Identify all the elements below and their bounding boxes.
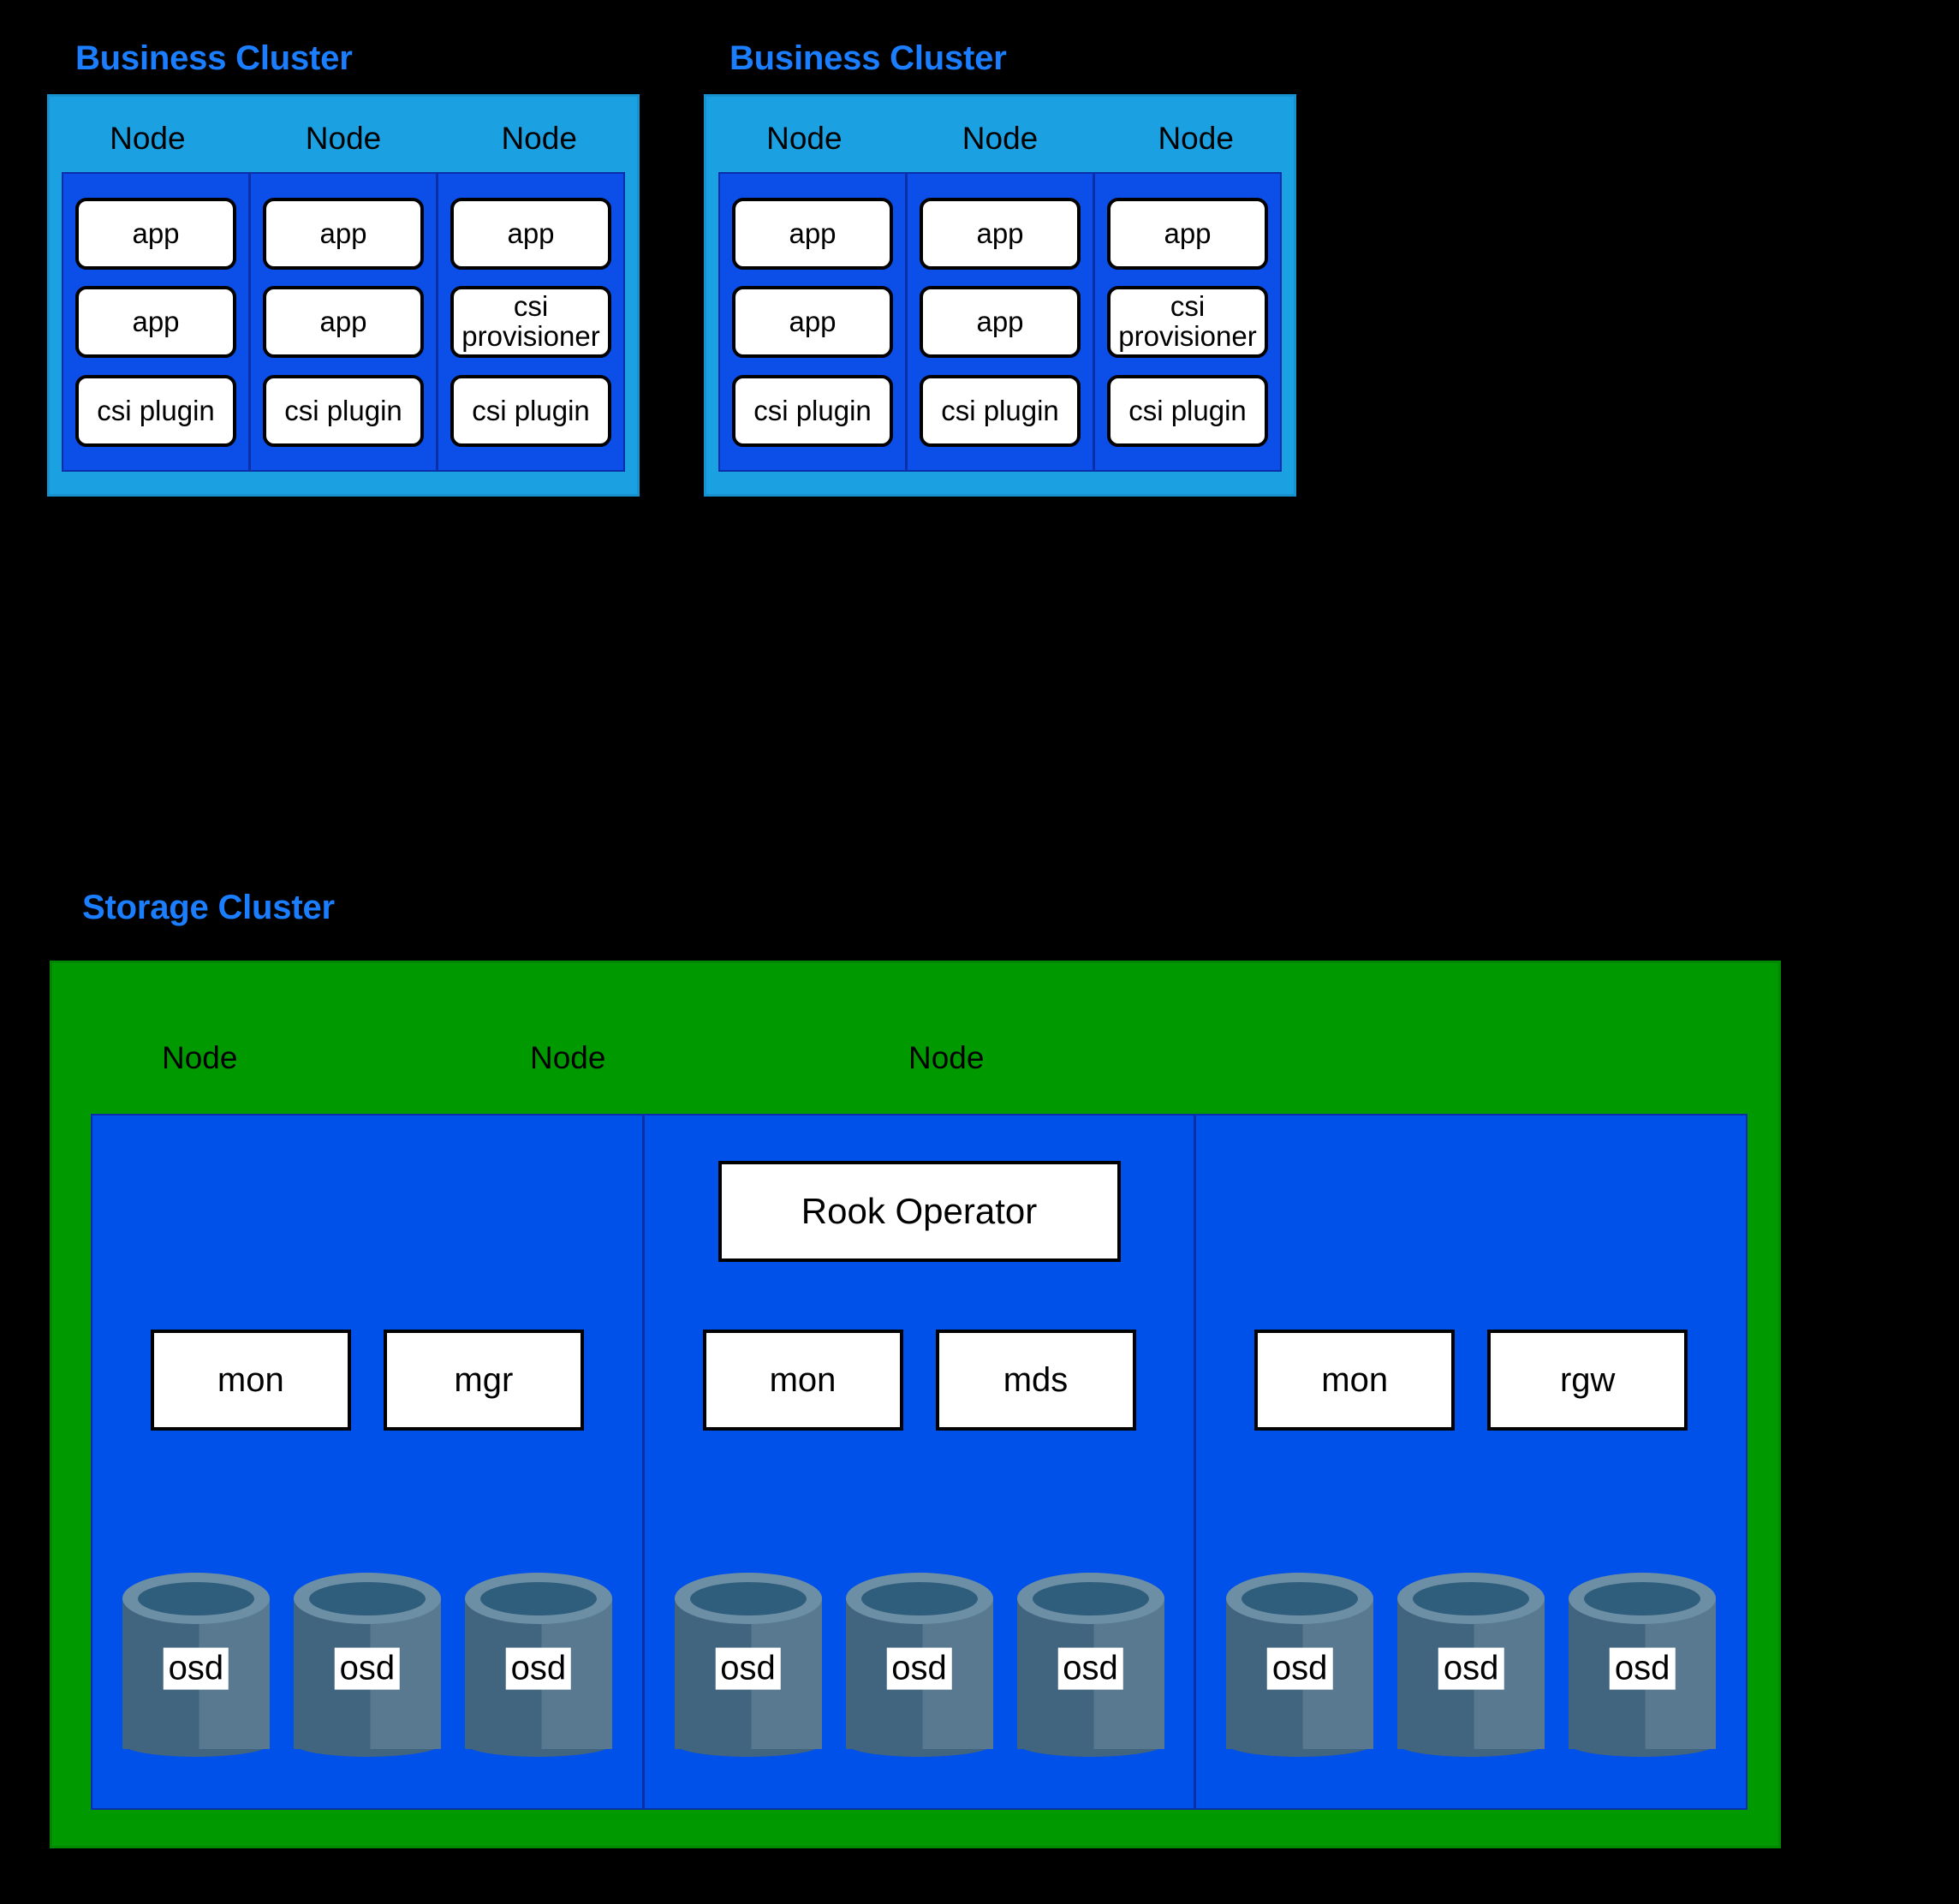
daemon-row: mon mds bbox=[645, 1330, 1194, 1431]
osd-label: osd bbox=[334, 1647, 401, 1690]
storage-node-label-row: Node Node Node bbox=[52, 1040, 1778, 1092]
pod-csi-plugin[interactable]: csi plugin bbox=[1107, 374, 1268, 447]
node-label-row: Node Node Node bbox=[50, 109, 637, 169]
storage-cluster-title: Storage Cluster bbox=[82, 889, 335, 926]
daemon-row: mon rgw bbox=[1196, 1330, 1746, 1431]
pod-app[interactable]: app bbox=[75, 286, 236, 358]
pod-csi-plugin[interactable]: csi plugin bbox=[450, 374, 611, 447]
osd-label: osd bbox=[715, 1647, 781, 1690]
osd-label: osd bbox=[1057, 1647, 1123, 1690]
osd-cylinder[interactable]: osd bbox=[458, 1573, 619, 1757]
daemon-mgr[interactable]: mgr bbox=[383, 1330, 584, 1431]
pod-csi-plugin[interactable]: csi plugin bbox=[920, 374, 1081, 447]
storage-node: mon rgw osd bbox=[1196, 1116, 1746, 1808]
cylinder-inner-icon bbox=[1241, 1582, 1359, 1615]
pod-csi-plugin[interactable]: csi plugin bbox=[732, 374, 893, 447]
node-label: Node bbox=[501, 121, 577, 156]
node-label: Node bbox=[1158, 121, 1234, 156]
business-cluster-2: Node Node Node app app csi plugin app ap… bbox=[704, 94, 1296, 497]
cylinder-inner-icon bbox=[1032, 1582, 1149, 1615]
storage-node-label: Node bbox=[908, 1040, 985, 1075]
node-label: Node bbox=[110, 121, 186, 156]
osd-row: osd osd osd bbox=[645, 1560, 1194, 1757]
business-cluster-2-title: Business Cluster bbox=[729, 39, 1007, 77]
osd-cylinder[interactable]: osd bbox=[287, 1573, 448, 1757]
business-cluster-1-title: Business Cluster bbox=[75, 39, 353, 77]
daemon-mon[interactable]: mon bbox=[702, 1330, 903, 1431]
daemon-mds[interactable]: mds bbox=[935, 1330, 1136, 1431]
osd-cylinder[interactable]: osd bbox=[1219, 1573, 1380, 1757]
pod-app[interactable]: app bbox=[732, 197, 893, 270]
cylinder-inner-icon bbox=[308, 1582, 426, 1615]
cylinder-inner-icon bbox=[860, 1582, 978, 1615]
daemon-mon[interactable]: mon bbox=[1254, 1330, 1456, 1431]
cylinder-inner-icon bbox=[479, 1582, 597, 1615]
node-label: Node bbox=[766, 121, 843, 156]
cylinder-inner-icon bbox=[1413, 1582, 1530, 1615]
node-column: app app csi plugin bbox=[251, 174, 438, 470]
node-grid: app app csi plugin app app csi plugin ap… bbox=[62, 172, 625, 472]
daemon-mon[interactable]: mon bbox=[150, 1330, 351, 1431]
node-column: app app csi plugin bbox=[63, 174, 251, 470]
cylinder-inner-icon bbox=[689, 1582, 807, 1615]
osd-cylinder[interactable]: osd bbox=[1562, 1573, 1723, 1757]
node-grid: app app csi plugin app app csi plugin ap… bbox=[718, 172, 1282, 472]
node-column: app app csi plugin bbox=[908, 174, 1095, 470]
storage-node: mon mgr osd bbox=[92, 1116, 645, 1808]
pod-app[interactable]: app bbox=[450, 197, 611, 270]
osd-label: osd bbox=[1609, 1647, 1676, 1690]
osd-cylinder[interactable]: osd bbox=[1390, 1573, 1551, 1757]
cylinder-inner-icon bbox=[137, 1582, 254, 1615]
pod-app[interactable]: app bbox=[263, 286, 424, 358]
osd-cylinder[interactable]: osd bbox=[668, 1573, 829, 1757]
storage-node-label: Node bbox=[530, 1040, 606, 1075]
pod-csi-plugin[interactable]: csi plugin bbox=[75, 374, 236, 447]
osd-cylinder[interactable]: osd bbox=[839, 1573, 1000, 1757]
storage-node-label: Node bbox=[162, 1040, 238, 1075]
daemon-row: mon mgr bbox=[92, 1330, 642, 1431]
storage-cluster: Node Node Node mon mgr osd bbox=[50, 961, 1781, 1848]
storage-node: Rook Operator mon mds osd bbox=[645, 1116, 1197, 1808]
cylinder-inner-icon bbox=[1584, 1582, 1701, 1615]
storage-node-grid: mon mgr osd bbox=[91, 1114, 1748, 1810]
operator-row: Rook Operator bbox=[645, 1160, 1194, 1263]
osd-row: osd osd osd bbox=[1196, 1560, 1746, 1757]
node-label: Node bbox=[962, 121, 1039, 156]
osd-label: osd bbox=[886, 1647, 952, 1690]
osd-label: osd bbox=[1266, 1647, 1333, 1690]
node-label-row: Node Node Node bbox=[706, 109, 1294, 169]
osd-label: osd bbox=[505, 1647, 572, 1690]
daemon-rgw[interactable]: rgw bbox=[1487, 1330, 1688, 1431]
business-cluster-1: Node Node Node app app csi plugin app ap… bbox=[47, 94, 640, 497]
pod-app[interactable]: app bbox=[75, 197, 236, 270]
node-column: app app csi plugin bbox=[720, 174, 908, 470]
pod-app[interactable]: app bbox=[920, 286, 1081, 358]
pod-app[interactable]: app bbox=[263, 197, 424, 270]
pod-app[interactable]: app bbox=[1107, 197, 1268, 270]
osd-cylinder[interactable]: osd bbox=[1010, 1573, 1171, 1757]
node-label: Node bbox=[305, 121, 382, 156]
osd-label: osd bbox=[1438, 1647, 1504, 1690]
osd-label: osd bbox=[163, 1647, 229, 1690]
pod-app[interactable]: app bbox=[920, 197, 1081, 270]
osd-cylinder[interactable]: osd bbox=[116, 1573, 277, 1757]
pod-app[interactable]: app bbox=[732, 286, 893, 358]
osd-row: osd osd osd bbox=[92, 1560, 642, 1757]
rook-operator-box[interactable]: Rook Operator bbox=[718, 1161, 1121, 1262]
pod-csi-plugin[interactable]: csi plugin bbox=[263, 374, 424, 447]
